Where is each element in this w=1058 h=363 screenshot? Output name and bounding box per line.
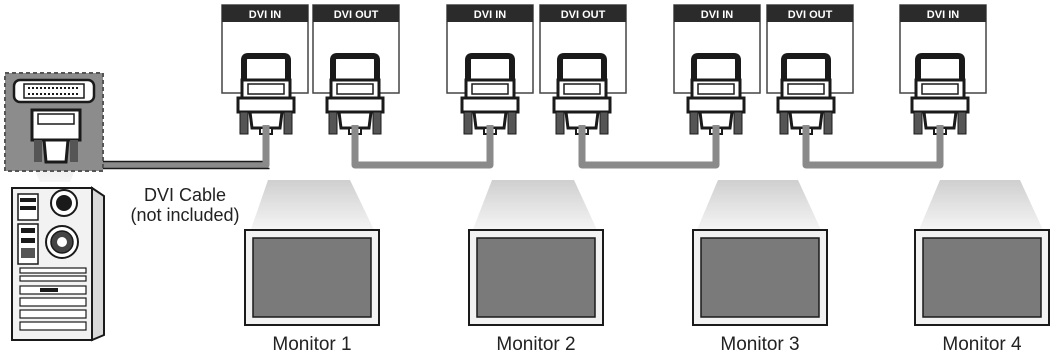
port-dvi-out-monitor-3-label: DVI OUT [788,9,833,21]
port-dvi-in-monitor-2-label: DVI IN [474,9,506,21]
port-dvi-in-monitor-3: DVI IN [673,4,761,134]
monitor-2 [468,229,604,326]
monitor-4-label: Monitor 4 [942,334,1022,355]
port-dvi-in-monitor-1: DVI IN [221,4,309,134]
port-dvi-out-monitor-3: DVI OUT [766,4,854,134]
port-dvi-out-monitor-1: DVI OUT [312,4,400,134]
port-dvi-in-monitor-2: DVI IN [446,4,534,134]
beam-monitor-3 [696,180,822,232]
monitor-3-label: Monitor 3 [720,334,800,355]
monitor-4 [914,229,1050,326]
beam-monitor-2 [472,180,598,232]
port-dvi-in-monitor-1-label: DVI IN [249,9,281,21]
cable-monitor-3-to-4 [802,125,944,169]
beam-monitor-1 [250,180,375,232]
cable-monitor-1-to-2 [351,125,494,169]
port-dvi-in-monitor-3-label: DVI IN [701,9,733,21]
pc-dvi-port [4,72,104,172]
port-dvi-in-monitor-4: DVI IN [899,4,987,134]
port-dvi-in-monitor-4-label: DVI IN [927,9,959,21]
port-dvi-out-monitor-1-label: DVI OUT [334,9,379,21]
monitor-1-label: Monitor 1 [272,334,352,355]
cable-pc-to-monitor-1 [68,125,270,169]
cable-label: DVI Cable (not included) [115,185,255,225]
cable-label-line1: DVI Cable [143,185,227,205]
cable-monitor-2-to-3 [578,125,720,169]
monitor-1 [244,229,380,326]
port-dvi-out-monitor-2: DVI OUT [539,4,627,134]
port-dvi-out-monitor-2-label: DVI OUT [561,9,606,21]
pc-tower [11,186,105,342]
monitor-2-label: Monitor 2 [496,334,576,355]
monitor-3 [692,229,828,326]
cable-label-line2: (not included) [130,205,240,225]
beam-monitor-4 [918,180,1044,232]
port-panels: DVI IN DVI OUT DVI IN DVI OUT DVI IN DVI OUT D… [221,4,987,134]
dvi-cables [68,125,944,169]
